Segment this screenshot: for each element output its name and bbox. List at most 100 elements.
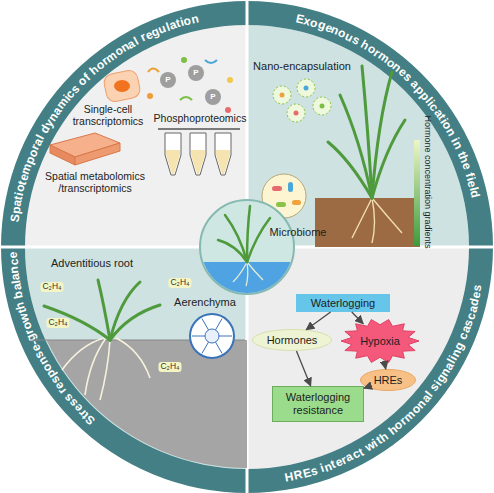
method-label: Nano-encapsulation (253, 60, 351, 73)
hre-ellipse: HREs (360, 369, 416, 391)
flow-arrow (306, 312, 330, 330)
bacterium (272, 186, 282, 191)
pipette-bar (158, 128, 240, 130)
aerenchyma-spoke (202, 342, 209, 353)
tube-liquid (191, 150, 205, 174)
nano-capsule (287, 104, 305, 122)
ethylene-label: C₂H₄ (158, 362, 181, 372)
title-glyph: e (7, 252, 19, 259)
nano-capsule (313, 97, 331, 115)
aerenchyma-spoke (202, 319, 209, 330)
adventitious-root (62, 338, 104, 370)
aerenchyma-spoke (192, 336, 205, 337)
peptide-chain (180, 97, 192, 100)
tissue-slab (50, 145, 75, 165)
protein-dot (227, 77, 233, 83)
center-circle (200, 200, 294, 294)
phosphate-circle (188, 65, 204, 81)
flow-arrow (384, 361, 386, 369)
sample-tube (190, 133, 206, 175)
band-shape (247, 247, 494, 493)
hypoxia-burst: Hypoxia (340, 318, 420, 364)
plant-blade (372, 120, 405, 198)
axis-label: Hormone concentration gradients (423, 115, 433, 248)
ellipse-outline (253, 330, 332, 351)
peptide-chain (148, 69, 159, 73)
bacterium (276, 202, 286, 207)
method-label: Phosphoproteomics (154, 112, 247, 124)
tissue-slab (75, 143, 120, 165)
process-box: Waterlogging (296, 294, 390, 312)
aerenchyma-spoke (216, 342, 223, 353)
tube-liquid (216, 150, 230, 174)
capsule-core (280, 93, 285, 98)
aerenchyma-core (205, 329, 219, 343)
aerenchyma-spoke (216, 319, 223, 330)
phosphate-letter: P (165, 75, 170, 84)
nano-capsule (273, 86, 291, 104)
flow-arrow (352, 312, 363, 324)
soil-block (315, 198, 420, 247)
adventitious-root (100, 340, 110, 400)
node-text: Waterlogging (311, 297, 375, 310)
peptide-chain (205, 60, 217, 63)
gradient-bar (414, 140, 420, 246)
method-label: Microbiome (270, 226, 327, 239)
cell-nucleus (114, 80, 130, 92)
hormone-ellipse: Hormones (252, 329, 332, 351)
adventitious-root (116, 338, 150, 378)
plant-blade (44, 306, 110, 340)
capsule-core (320, 104, 325, 109)
node-text: HREs (374, 374, 403, 387)
sample-tube (165, 133, 181, 175)
ethylene-label: C₂H₄ (40, 282, 63, 292)
root-line (233, 262, 247, 282)
root-line (372, 198, 402, 233)
capsule-core (294, 111, 299, 116)
adventitious-root (85, 338, 106, 395)
sample-tube (215, 133, 231, 175)
aerenchyma-spoke (219, 336, 232, 337)
soil-block (0, 340, 247, 493)
plant-blade (372, 72, 392, 198)
title-glyph: c (7, 259, 19, 266)
plant-blade (362, 66, 372, 198)
bacterium (288, 182, 293, 192)
title-glyph: n (8, 265, 21, 273)
node-text: Hypoxia (360, 335, 400, 348)
trait-label: Adventitious root (51, 257, 133, 270)
ring-segment (1, 1, 247, 247)
root-line (372, 198, 375, 243)
plant-blade (247, 218, 270, 262)
flow-arrow (296, 351, 310, 386)
node-text: Hormones (267, 334, 318, 347)
phosphate-letter: P (210, 92, 215, 101)
root-line (247, 262, 263, 280)
aerenchyma-section (190, 314, 234, 358)
nano-capsule (297, 79, 315, 97)
plant-blade (110, 282, 140, 340)
title-glyph: a (9, 273, 22, 281)
plant-blade (225, 215, 247, 262)
burst-outline (341, 320, 419, 363)
flow-arrow (364, 387, 367, 389)
trait-label: Aerenchyma (174, 296, 236, 309)
ring-segment (247, 247, 493, 493)
node-text: Waterlogging resistance (273, 391, 363, 416)
outcome-box: Waterlogging resistance (272, 386, 364, 422)
protein-dot (147, 93, 153, 99)
ethylene-label: C₂H₄ (168, 278, 191, 288)
ellipse-outline (361, 370, 416, 391)
root-line (246, 262, 248, 286)
plant-blade (218, 240, 247, 262)
phosphate-circle (160, 72, 176, 88)
root-line (352, 198, 372, 238)
method-label: Spatial metabolomics /transcriptomics (39, 170, 151, 194)
water-body (200, 262, 294, 298)
capsule-core (304, 86, 309, 91)
method-label: Single-cell transcriptomics (64, 103, 152, 127)
plant-blade (328, 142, 372, 198)
plant-blade (110, 305, 160, 340)
